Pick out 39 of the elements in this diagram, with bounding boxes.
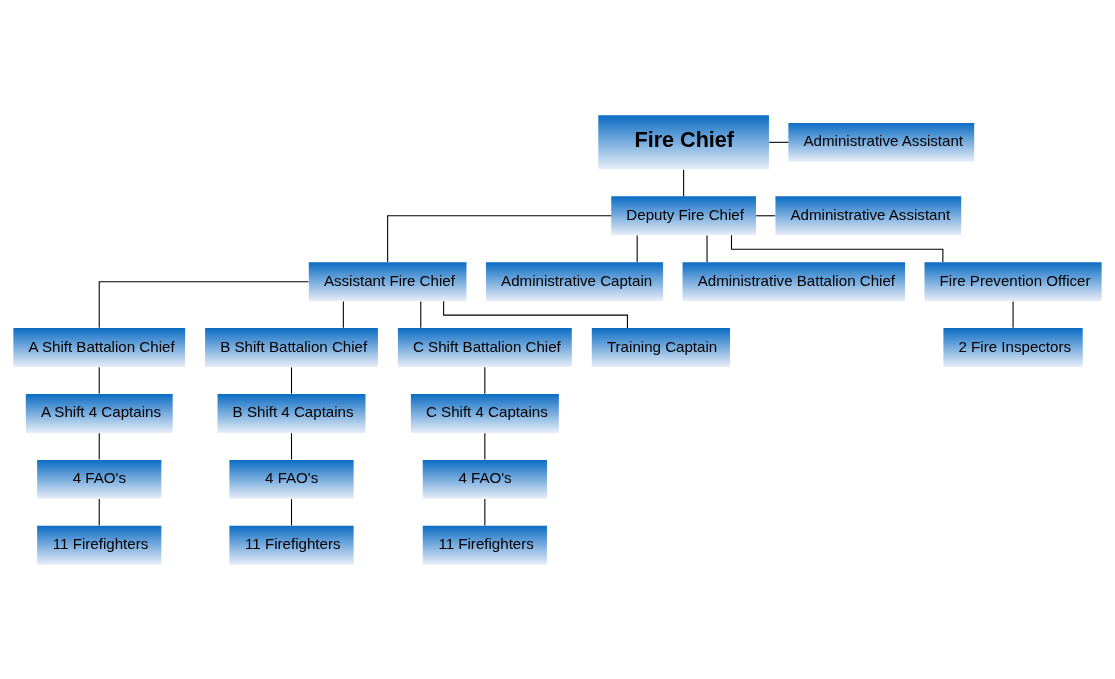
node-box: B Shift 4 Captains	[217, 393, 366, 433]
connector	[290, 498, 293, 526]
connector	[290, 366, 293, 394]
connector	[768, 141, 789, 143]
connector	[484, 366, 486, 394]
node-box: Fire Prevention Officer	[924, 261, 1102, 301]
connector	[387, 214, 612, 262]
node-box: Administrative Captain	[485, 261, 664, 301]
node-box: 11 Firefighters	[422, 525, 547, 565]
node-box: A Shift 4 Captains	[25, 393, 173, 433]
node-box: 4 FAO's	[37, 459, 162, 499]
connector	[98, 366, 100, 394]
connector	[683, 168, 685, 197]
node-box: A Shift Battalion Chief	[13, 327, 186, 367]
node-box: 4 FAO's	[422, 459, 547, 499]
node-box: 2 Fire Inspectors	[943, 327, 1083, 367]
connector	[342, 300, 344, 328]
connector	[290, 432, 293, 460]
node-box: Administrative Assistant	[788, 122, 975, 162]
connector	[484, 432, 486, 460]
node-box: Administrative Assistant	[775, 195, 962, 235]
node-box: B Shift Battalion Chief	[205, 327, 378, 367]
connector	[98, 498, 100, 526]
node-box: Deputy Fire Chief	[611, 195, 756, 235]
node-box: C Shift 4 Captains	[410, 393, 559, 433]
connector	[420, 300, 422, 328]
node-box: Administrative Battalion Chief	[682, 261, 906, 301]
node-box: Training Captain	[591, 327, 731, 367]
connector	[98, 280, 309, 328]
connector	[755, 214, 776, 216]
connector	[636, 234, 638, 262]
node-box: Fire Chief	[598, 114, 769, 169]
node-box: Assistant Fire Chief	[308, 261, 467, 301]
node-box: 11 Firefighters	[229, 525, 354, 565]
node-box: 11 Firefighters	[37, 525, 162, 565]
node-box: C Shift Battalion Chief	[397, 327, 572, 367]
connector	[98, 432, 100, 460]
node-box: 4 FAO's	[229, 459, 354, 499]
connector	[484, 498, 486, 526]
